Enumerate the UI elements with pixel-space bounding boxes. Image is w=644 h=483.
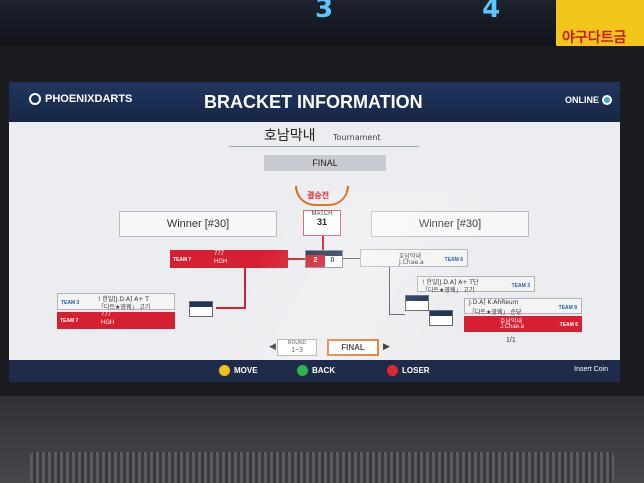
team-label: TEAM 3	[511, 283, 530, 289]
loser-button-icon	[387, 365, 398, 376]
online-status: ONLINE	[565, 95, 612, 105]
team-label: TEAM 6	[559, 322, 578, 328]
right-q3-team[interactable]: 호남막내 J.Chae.a TEAM 6	[464, 316, 582, 332]
move-icon	[219, 365, 230, 376]
finals-badge: 결승전	[307, 191, 330, 200]
logo-text: PHOENIXDARTS	[45, 93, 133, 105]
left-semi-team[interactable]: TEAM 7 777 HGH	[170, 250, 288, 268]
round-range: 1~3	[291, 347, 303, 354]
footer-bar: MOVE BACK LOSER Insert Coin	[9, 360, 620, 382]
phoenix-logo-icon	[29, 93, 41, 105]
player-2: 「다트★영웨」 순당	[469, 309, 522, 316]
connector-right-h	[389, 314, 405, 315]
final-match-box[interactable]: MATCH 31	[303, 210, 341, 236]
right-winner-slot[interactable]: Winner [#30]	[371, 211, 529, 237]
connector-right-semi	[343, 258, 361, 259]
next-round-icon[interactable]: ▶	[383, 342, 390, 352]
player-1: ! 한일[J.D.A] A+ T	[98, 296, 149, 303]
brand-plate: 야구다트금	[556, 0, 644, 50]
right-semi-team[interactable]: 호남막내 J.Chae.a TEAM 6	[360, 249, 468, 267]
connector-left-vertical	[244, 268, 246, 308]
loser-label: LOSER	[402, 366, 430, 375]
player-1: 호남막내	[500, 319, 523, 325]
left-winner-slot[interactable]: Winner [#30]	[119, 211, 277, 237]
player-2: J.Chae.a	[500, 324, 525, 330]
player-2: HGH	[214, 259, 228, 265]
team-label: TEAM 7	[60, 318, 79, 324]
player-1: J.D.A] K.AhReum	[469, 299, 519, 306]
right-q2-team[interactable]: J.D.A] K.AhReum 「다트★영웨」 순당 TEAM 8	[464, 298, 582, 316]
connector-final	[322, 236, 324, 252]
cabinet-digits: 3 4	[315, 0, 571, 24]
right-quarter-score-2[interactable]	[429, 310, 453, 326]
player-2: HGH	[101, 320, 115, 326]
player-1: 777	[214, 251, 225, 257]
match-label: MATCH	[311, 211, 333, 217]
online-label: ONLINE	[564, 95, 599, 105]
tournament-type: Tournament	[333, 133, 381, 142]
round-title: FINAL	[264, 155, 386, 171]
title-divider	[229, 146, 419, 147]
move-hint[interactable]: MOVE	[219, 365, 258, 376]
connector-right-vertical	[389, 267, 390, 315]
right-q1-team[interactable]: ! 한일[J.D.A] A+ T단 「다트★영웨」 고기 TEAM 3	[417, 276, 535, 294]
connector-left-semi	[288, 258, 306, 260]
team-label: TEAM 3	[61, 300, 80, 306]
header-bar: PHOENIXDARTS BRACKET INFORMATION ONLINE	[9, 82, 620, 122]
player-1: 호남막내	[399, 253, 422, 260]
team-label: TEAM 8	[558, 305, 577, 311]
team-label: TEAM 6	[444, 257, 463, 263]
player-2: 「다트★영웨」 고기	[422, 287, 475, 294]
tournament-name: 호남막내	[264, 128, 316, 144]
logo: PHOENIXDARTS	[29, 93, 132, 105]
prev-round-icon[interactable]: ◀	[269, 342, 276, 352]
back-hint[interactable]: BACK	[297, 365, 335, 376]
player-1: ! 한일[J.D.A] A+ T단	[422, 279, 479, 286]
semi-score-box[interactable]: 2 0	[305, 250, 343, 268]
score-left: 2	[306, 255, 325, 267]
connector-left-h	[216, 307, 246, 309]
player-2: J.Chae.a	[399, 259, 424, 266]
insert-coin: Insert Coin	[574, 366, 608, 373]
left-q1-team[interactable]: TEAM 3 ! 한일[J.D.A] A+ T 「다트★영웨」 고기	[57, 293, 175, 311]
team-label: TEAM 7	[173, 257, 192, 263]
score-right: 0	[330, 257, 335, 264]
move-label: MOVE	[234, 366, 258, 375]
cabinet-top: 3 4	[0, 0, 644, 46]
left-q2-team[interactable]: TEAM 7 777 HGH	[57, 312, 175, 329]
page-indicator: 1/1	[506, 337, 516, 344]
player-2: 「다트★영웨」 고기	[98, 304, 151, 311]
left-quarter-score[interactable]	[189, 301, 213, 317]
round-label: ROUND	[287, 340, 307, 346]
game-screen: PHOENIXDARTS BRACKET INFORMATION ONLINE …	[9, 82, 620, 382]
match-number: 31	[316, 217, 327, 227]
round-selector[interactable]: ROUND 1~3	[277, 339, 317, 356]
page-title: BRACKET INFORMATION	[204, 92, 423, 112]
right-quarter-score-1[interactable]	[405, 295, 429, 311]
brand-plate-text: 야구다트금	[562, 30, 627, 46]
loser-hint[interactable]: LOSER	[387, 365, 430, 376]
final-tab[interactable]: FINAL	[327, 339, 379, 356]
player-1: 777	[101, 312, 112, 318]
speaker-grille	[30, 452, 614, 483]
back-label: BACK	[312, 366, 336, 375]
back-button-icon	[297, 365, 308, 376]
online-icon	[602, 95, 612, 105]
